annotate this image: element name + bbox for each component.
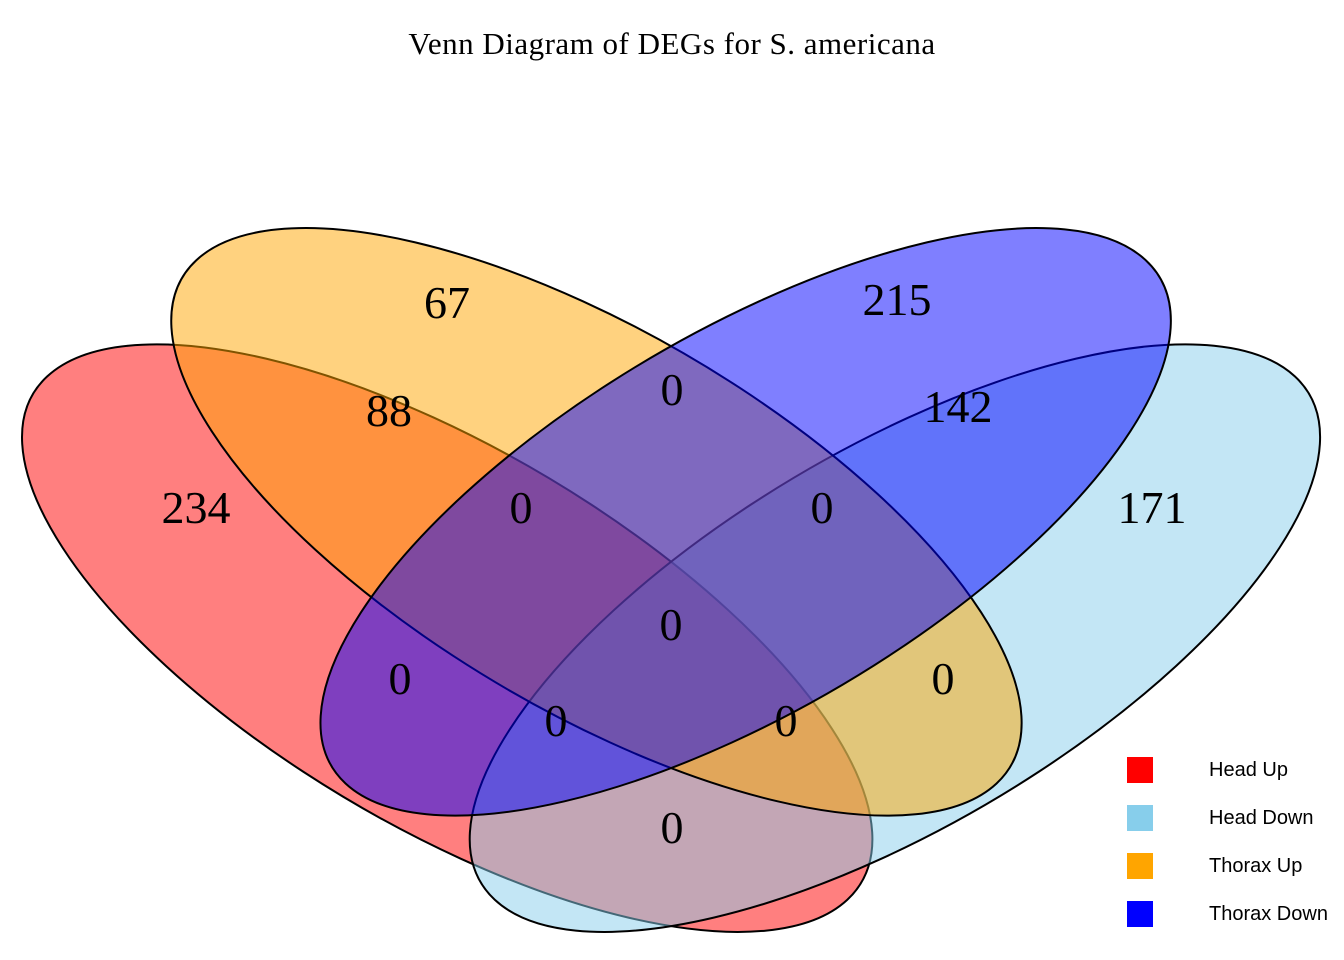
region-count-head-up-head-down: 0: [660, 802, 684, 853]
region-count-head-up-thorax-up: 88: [366, 385, 412, 436]
region-count-thorax-up: 67: [424, 277, 470, 328]
legend-label-thorax-down: Thorax Down: [1209, 902, 1328, 925]
legend-item-thorax-down: Thorax Down: [1127, 901, 1328, 927]
region-count-thorax-up-thorax-down: 0: [660, 364, 684, 415]
legend-swatch-head-down: [1127, 805, 1153, 831]
chart-title: Venn Diagram of DEGs for S. americana: [408, 26, 936, 61]
legend-label-head-down: Head Down: [1209, 806, 1314, 829]
legend-item-thorax-up: Thorax Up: [1127, 853, 1302, 879]
region-count-thorax-down-head-down: 142: [923, 381, 993, 432]
legend-item-head-up: Head Up: [1127, 757, 1288, 783]
legend-swatch-thorax-up: [1127, 853, 1153, 879]
region-count-thorax-up-head-down: 0: [931, 653, 955, 704]
venn-ellipse-thorax-down: [202, 127, 1290, 917]
legend-label-thorax-up: Thorax Up: [1209, 854, 1303, 877]
region-count-head-up-thorax-up-head-down: 0: [774, 695, 798, 746]
region-count-head-up-thorax-up-thorax-down: 0: [509, 482, 533, 533]
legend-label-head-up: Head Up: [1209, 758, 1288, 781]
region-count-head-up-thorax-down-head-down: 0: [544, 695, 568, 746]
region-count-head-up-thorax-down: 0: [388, 653, 412, 704]
region-count-thorax-up-thorax-down-head-down: 0: [810, 482, 834, 533]
region-count-all-four: 0: [659, 599, 683, 650]
region-count-head-up: 234: [161, 482, 231, 533]
region-count-head-down: 171: [1117, 482, 1187, 533]
legend-item-head-down: Head Down: [1127, 805, 1314, 831]
legend-swatch-head-up: [1127, 757, 1153, 783]
region-count-thorax-down: 215: [862, 274, 932, 325]
legend-swatch-thorax-down: [1127, 901, 1153, 927]
